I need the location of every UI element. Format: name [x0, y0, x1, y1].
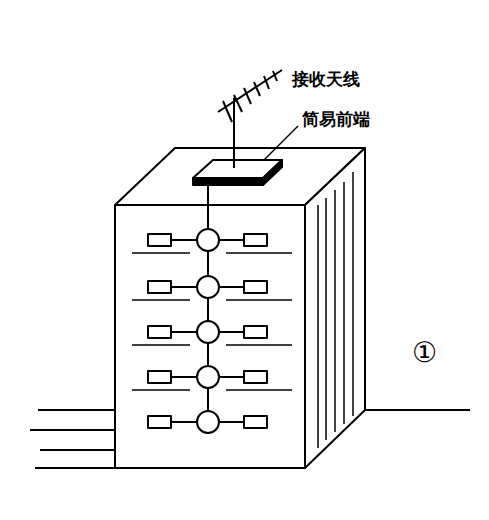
tv-outlet	[148, 371, 171, 383]
floor-outlets	[132, 321, 292, 345]
tv-outlet	[148, 416, 171, 428]
callout-number: ①	[412, 338, 437, 369]
building	[115, 148, 365, 468]
splitter-circle	[197, 321, 219, 343]
receiving-antenna	[218, 70, 282, 168]
antenna-label: 接收天线	[292, 70, 360, 89]
floor-outlets	[132, 229, 292, 253]
tv-outlet	[244, 326, 267, 338]
tv-outlet	[148, 281, 171, 293]
tv-outlet	[244, 416, 267, 428]
floor-outlets	[148, 411, 267, 433]
front-end-label: 简易前端	[302, 110, 370, 129]
leader-line	[264, 126, 298, 160]
splitter-circle	[197, 366, 219, 388]
riser-cable	[207, 185, 209, 433]
tv-outlet	[244, 234, 267, 246]
floor-distribution	[132, 229, 292, 433]
front-end-box	[193, 160, 282, 185]
splitter-circle	[197, 276, 219, 298]
tv-outlet	[148, 234, 171, 246]
tv-outlet	[148, 326, 171, 338]
floor-outlets	[132, 276, 292, 300]
tv-outlet	[244, 371, 267, 383]
wall-stripes	[318, 172, 353, 448]
floor-outlets	[132, 366, 292, 390]
splitter-circle	[197, 229, 219, 251]
splitter-circle	[197, 411, 219, 433]
tv-outlet	[244, 281, 267, 293]
